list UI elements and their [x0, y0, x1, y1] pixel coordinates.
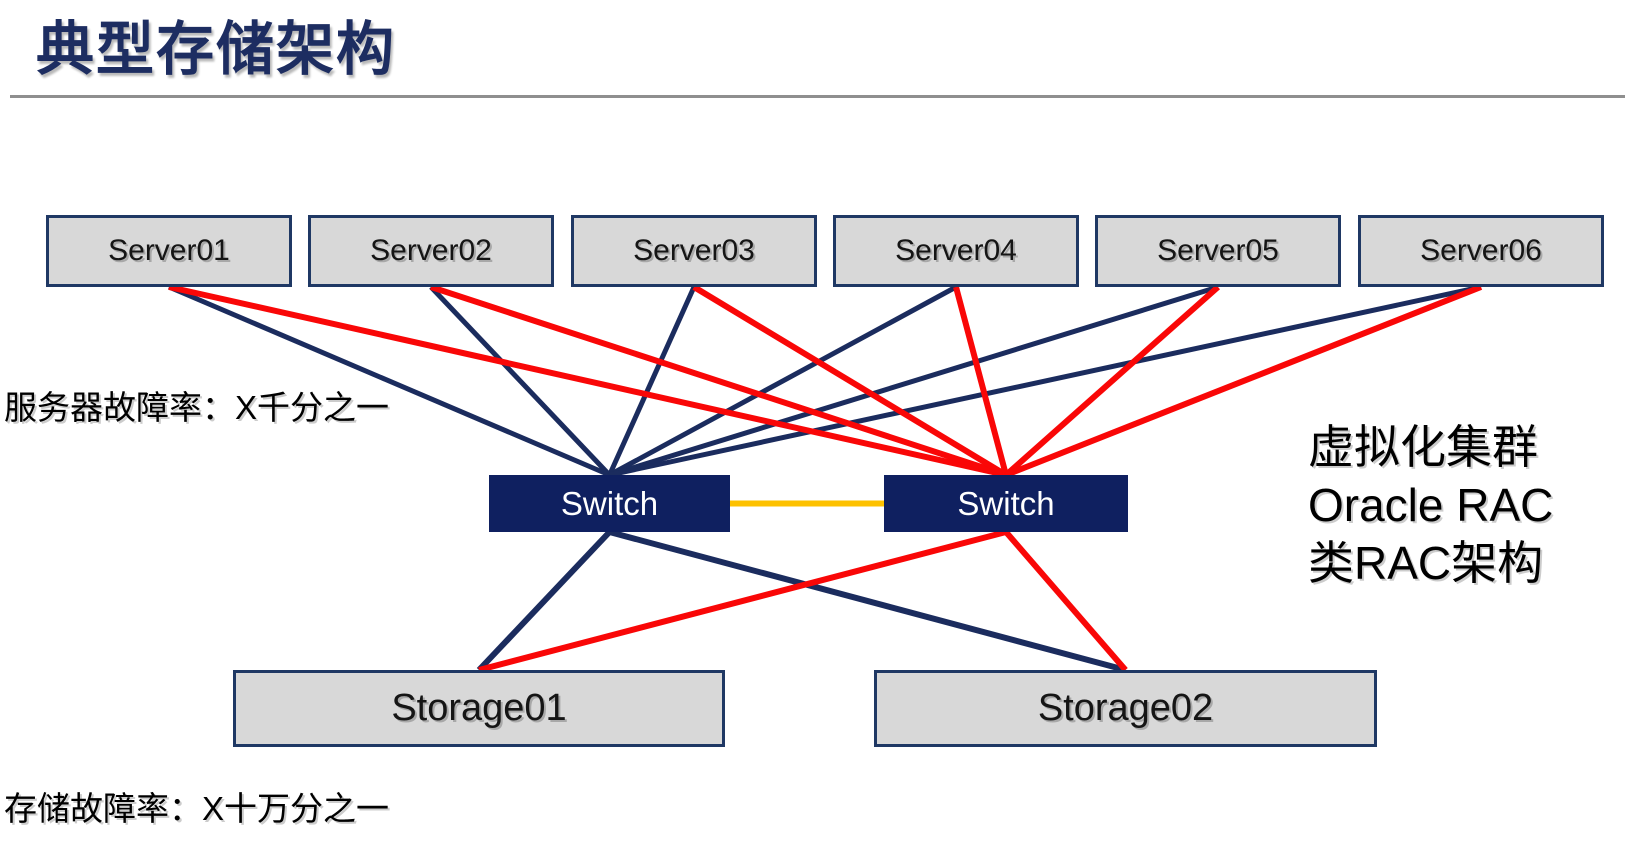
- server-label: Server04: [895, 234, 1017, 267]
- server-node-4: Server04: [833, 215, 1079, 287]
- server-node-2: Server02: [308, 215, 554, 287]
- connection-line: [608, 529, 1127, 673]
- server-node-5: Server05: [1095, 215, 1341, 287]
- cluster-note-line-2: Oracle RAC: [1308, 479, 1554, 531]
- connection-line: [608, 284, 958, 478]
- connection-line: [692, 284, 1008, 478]
- connection-line: [1004, 284, 1220, 478]
- switch-node-a: Switch: [489, 475, 730, 532]
- switch-label: Switch: [957, 484, 1055, 522]
- connection-line: [168, 284, 1007, 478]
- connection-line: [476, 529, 612, 673]
- switch-node-b: Switch: [884, 475, 1128, 532]
- connection-line: [608, 284, 1219, 478]
- connection-line: [608, 284, 1482, 478]
- server-label: Server05: [1157, 234, 1279, 267]
- cluster-note-line-1: 虚拟化集群: [1308, 421, 1538, 473]
- server-label: Server06: [1420, 234, 1542, 267]
- storage-label: Storage02: [1037, 687, 1214, 729]
- connection-line: [607, 285, 697, 477]
- storage-node-1: Storage01: [233, 670, 725, 747]
- server-label: Server01: [108, 234, 230, 267]
- storage-node-2: Storage02: [874, 670, 1377, 747]
- server-node-3: Server03: [571, 215, 817, 287]
- cluster-note-line-3: 类RAC架构: [1308, 537, 1544, 589]
- page-title: 典型存储架构: [36, 17, 397, 82]
- server-failure-label: 服务器故障率：X千分之一: [4, 389, 390, 426]
- connection-line: [168, 284, 611, 478]
- connection-line: [1004, 284, 1483, 478]
- title-divider: [10, 95, 1625, 98]
- server-label: Server03: [633, 234, 755, 267]
- server-label: Server02: [370, 234, 492, 267]
- cluster-note: 虚拟化集群 Oracle RAC 类RAC架构: [1308, 418, 1553, 592]
- connection-line: [430, 284, 1007, 478]
- server-node-6: Server06: [1358, 215, 1604, 287]
- storage-label: Storage01: [391, 687, 567, 729]
- connection-line: [1003, 530, 1128, 672]
- server-node-1: Server01: [46, 215, 292, 287]
- connection-line: [429, 285, 612, 477]
- storage-failure-label: 存储故障率：X十万分之一: [4, 790, 390, 827]
- switch-label: Switch: [560, 484, 659, 522]
- connection-line: [478, 529, 1007, 673]
- connection-line: [953, 286, 1009, 476]
